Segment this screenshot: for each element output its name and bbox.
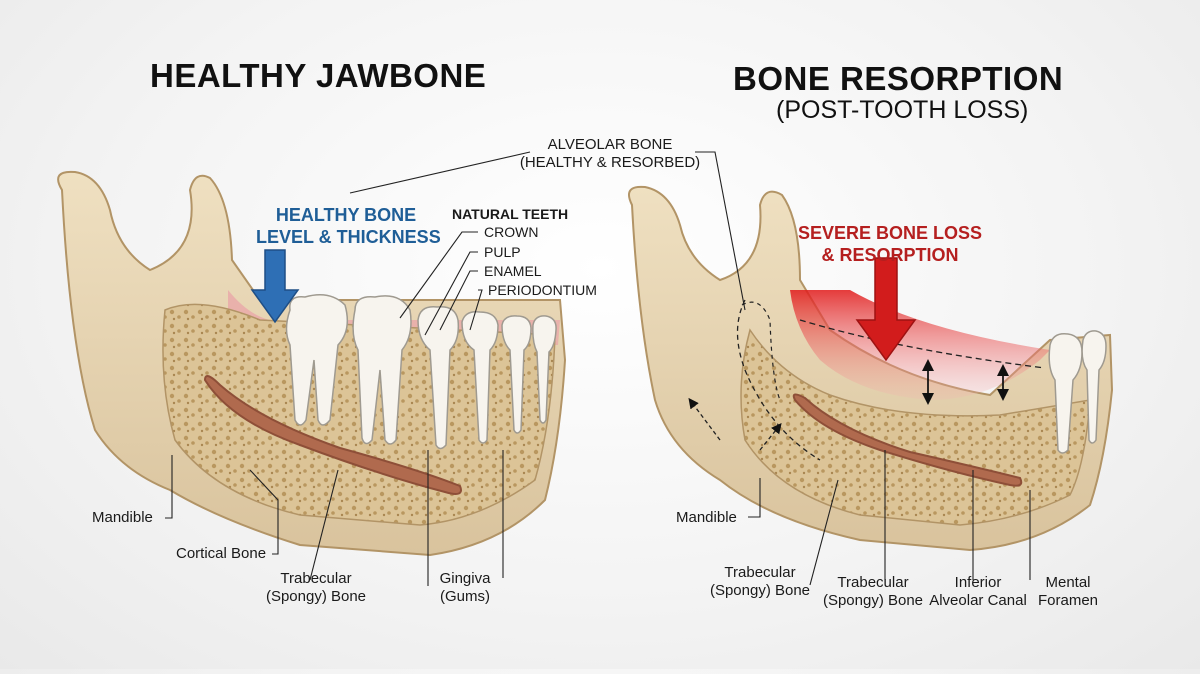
enamel-label: ENAMEL: [484, 263, 542, 279]
bone-resorption-subtitle: (POST-TOOTH LOSS): [776, 96, 1029, 124]
right-trabecular-b-label: Trabecular (Spongy) Bone: [818, 574, 928, 610]
resorption-dashed-outline: [741, 301, 781, 401]
healthy-jawbone-title: HEALTHY JAWBONE: [150, 57, 487, 94]
foramen-line1: Mental: [1045, 574, 1091, 591]
left-trabecular-line2: (Spongy) Bone: [265, 588, 367, 605]
alveolar-bone-label: ALVEOLAR BONE (HEALTHY & RESORBED): [505, 136, 715, 172]
leader-lines: [165, 151, 1031, 586]
crown-label: CROWN: [484, 224, 539, 240]
cortical-bone-label: Cortical Bone: [176, 545, 267, 562]
left-trabecular-region: [162, 303, 556, 526]
left-nerve-canal: [203, 375, 462, 495]
healthy-callout-line1: HEALTHY BONE: [275, 205, 417, 225]
natural-teeth-heading: NATURAL TEETH: [452, 206, 569, 222]
pulp-label: PULP: [484, 244, 521, 260]
mental-foramen-label: Mental Foramen: [1036, 574, 1100, 610]
healthy-jaw: [57, 170, 567, 557]
alveolar-line1: ALVEOLAR BONE: [547, 136, 673, 153]
right-remaining-teeth: [1048, 330, 1107, 454]
resorbed-jaw: [628, 185, 1114, 552]
left-trabecular-label: Trabecular (Spongy) Bone: [256, 570, 376, 606]
gingiva-label: Gingiva (Gums): [430, 570, 500, 606]
canal-line2: Alveolar Canal: [929, 592, 1027, 609]
right-trabecular-a-line1: Trabecular: [724, 564, 796, 581]
canal-line1: Inferior: [954, 574, 1002, 591]
gingiva-line2: (Gums): [440, 588, 490, 605]
inferior-alveolar-canal-label: Inferior Alveolar Canal: [922, 574, 1034, 610]
bone-loss-red-zone: [790, 290, 1050, 400]
foramen-line2: Foramen: [1037, 592, 1099, 609]
right-trabecular-a-line2: (Spongy) Bone: [709, 582, 811, 599]
right-trabecular-a-label: Trabecular (Spongy) Bone: [700, 564, 820, 600]
remodel-arrows: [688, 397, 782, 451]
alveolar-line2: (HEALTHY & RESORBED): [519, 154, 701, 171]
healthy-callout-line2: LEVEL & THICKNESS: [256, 227, 441, 247]
bone-resorption-title: BONE RESORPTION: [733, 60, 1064, 97]
gingiva-line1: Gingiva: [439, 570, 491, 587]
severe-loss-line1: SEVERE BONE LOSS: [797, 223, 983, 243]
right-mandible-label: Mandible: [676, 509, 737, 526]
left-teeth: [285, 294, 557, 450]
healthy-bone-callout: HEALTHY BONE LEVEL & THICKNESS: [256, 204, 441, 248]
left-trabecular-line1: Trabecular: [280, 570, 352, 587]
healthy-blue-arrow: [250, 249, 300, 324]
severe-loss-callout: SEVERE BONE LOSS & RESORPTION: [790, 222, 990, 266]
left-mandible-label: Mandible: [92, 509, 153, 526]
bone-height-markers: [922, 359, 1009, 405]
right-trabecular-b-line2: (Spongy) Bone: [822, 592, 924, 609]
severe-loss-line2: & RESORPTION: [821, 245, 959, 265]
right-nerve-canal: [792, 393, 1023, 487]
red-loss-arrow: [855, 257, 917, 362]
original-bone-level-dashes: [799, 319, 1046, 369]
right-trabecular-b-line1: Trabecular: [837, 574, 909, 591]
periodontium-label: PERIODONTIUM: [488, 282, 597, 298]
